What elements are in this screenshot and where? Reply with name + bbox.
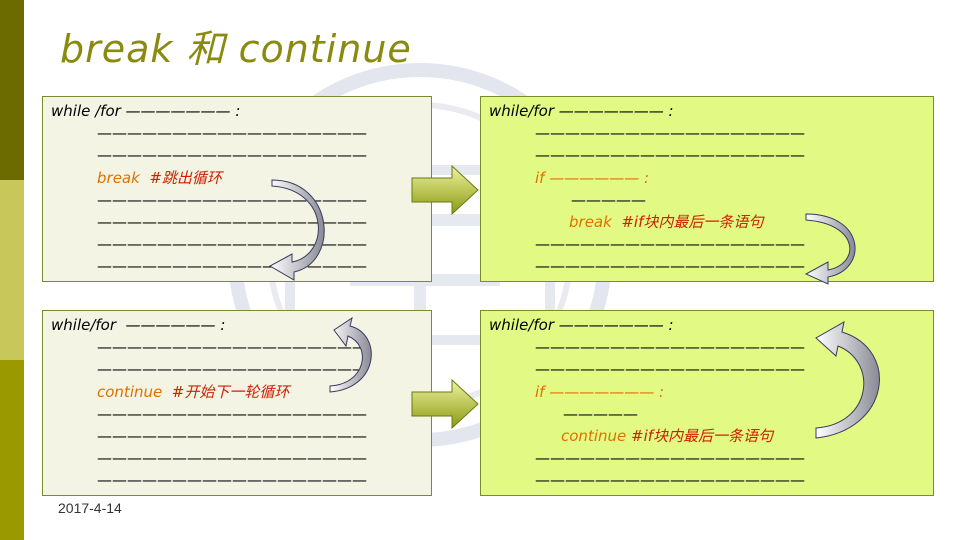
body-line: —————————————————— (535, 257, 805, 275)
continue-statement: continue #开始下一轮循环 (97, 381, 289, 403)
right-arrow-icon (411, 164, 479, 216)
if-body-line: ————— (571, 191, 646, 209)
if-header: if ——————— : (535, 381, 664, 403)
loop-header: while/for ——————— : (489, 316, 674, 334)
break-simple-box: while /for ——————— : —————————————————— … (42, 96, 432, 282)
body-line: —————————————————— (97, 471, 367, 489)
body-line: —————————————————— (97, 427, 367, 445)
body-line: —————————————————— (535, 338, 805, 356)
body-line: —————————————————— (535, 124, 805, 142)
body-line: —————————————————— (97, 338, 367, 356)
continue-statement: continue #if块内最后一条语句 (561, 425, 773, 447)
body-line: —————————————————— (97, 213, 367, 231)
body-line: —————————————————— (97, 191, 367, 209)
body-line: —————————————————— (97, 449, 367, 467)
body-line: —————————————————— (535, 449, 805, 467)
curved-arrow-icon (268, 179, 325, 281)
slide-date: 2017-4-14 (58, 500, 122, 516)
if-line: if ——————— : (535, 383, 665, 401)
loop-header: while/for ——————— : (489, 102, 674, 120)
sidebar-band-olive (0, 360, 24, 540)
curved-arrow-icon (804, 213, 856, 285)
body-line: —————————————————— (535, 146, 805, 164)
break-comment: #跳出循环 (149, 169, 222, 187)
body-line: —————————————————— (97, 124, 367, 142)
break-if-box: while/for ——————— : —————————————————— —… (480, 96, 934, 282)
loop-header: while/for —————— : (51, 316, 226, 334)
slide-title: break 和 continue (60, 27, 412, 71)
break-statement: break #跳出循环 (97, 167, 222, 189)
if-line: if —————— : (535, 169, 650, 187)
body-line: —————————————————— (535, 360, 805, 378)
break-keyword: break (569, 213, 612, 231)
loop-header: while /for ——————— : (51, 102, 241, 120)
body-line: —————————————————— (97, 146, 367, 164)
body-line: —————————————————— (97, 405, 367, 423)
continue-comment: #if块内最后一条语句 (631, 427, 774, 445)
sidebar-band-light (0, 180, 24, 360)
break-keyword: break (97, 169, 140, 187)
continue-keyword: continue (561, 427, 627, 445)
sidebar-band-dark (0, 0, 24, 180)
body-line: —————————————————— (97, 360, 367, 378)
body-line: —————————————————— (535, 235, 805, 253)
body-line: —————————————————— (97, 235, 367, 253)
break-statement: break #if块内最后一条语句 (569, 211, 763, 233)
continue-comment: #开始下一轮循环 (171, 383, 290, 401)
curved-arrow-icon (815, 321, 880, 439)
body-line: —————————————————— (535, 471, 805, 489)
break-comment: #if块内最后一条语句 (621, 213, 764, 231)
if-body-line: ————— (563, 405, 638, 423)
right-arrow-icon (411, 378, 479, 430)
if-header: if —————— : (535, 167, 649, 189)
continue-keyword: continue (97, 383, 163, 401)
curved-arrow-icon (329, 316, 372, 393)
